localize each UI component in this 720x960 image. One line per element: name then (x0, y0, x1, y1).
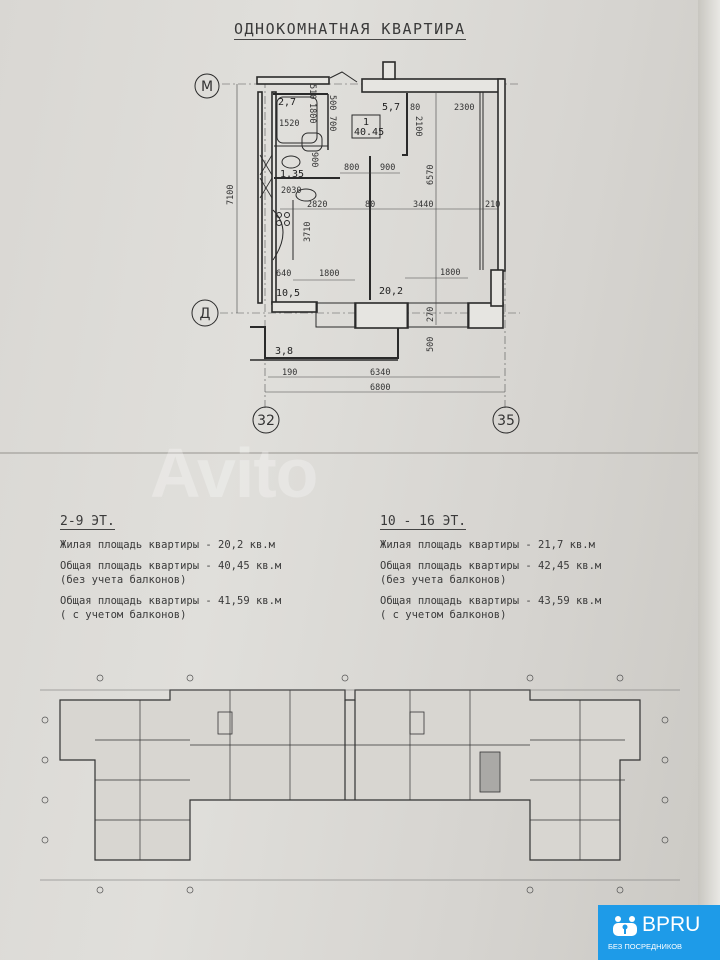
dim-label: 270 (426, 307, 436, 322)
floors-heading: 10 - 16 ЭТ. (380, 514, 467, 530)
dim-label: 800 (344, 163, 359, 173)
total-area-no-balcony-note: (без учета балконов) (380, 574, 507, 586)
room-area-kitchen: 10,5 (276, 288, 300, 299)
dim-label: 2300 (454, 103, 474, 113)
dim-label: 900 (309, 152, 319, 167)
dim-label: 2030 (281, 186, 301, 196)
dim-label: 190 (282, 368, 297, 378)
dim-label: 900 (380, 163, 395, 173)
total-area-no-balcony: Общая площадь квартиры - 42,45 кв.м (380, 560, 602, 572)
dim-label: 2100 (413, 116, 423, 136)
dim-label: 640 (276, 269, 291, 279)
dim-label: 6340 (370, 368, 390, 378)
dim-label: 3440 (413, 200, 433, 210)
dim-label: 80 (410, 103, 420, 113)
dim-label: 1800 (307, 103, 317, 123)
dim-label: 1520 (279, 119, 299, 129)
room-area-toilet: 1,35 (280, 169, 304, 180)
axis-label-left: 32 (257, 413, 275, 429)
floors-2-9-info: 2-9 ЭТ. Жилая площадь квартиры - 20,2 кв… (60, 515, 281, 629)
dim-label: 700 (327, 116, 337, 131)
room-area-hall: 5,7 (382, 102, 400, 113)
room-area-living: 20,2 (379, 286, 403, 297)
bpru-badge: BPRU БЕЗ ПОСРЕДНИКОВ (598, 905, 720, 960)
paper-fold (0, 452, 720, 454)
dim-label: 1800 (319, 269, 339, 279)
people-key-icon (613, 916, 637, 936)
floors-10-16-info: 10 - 16 ЭТ. Жилая площадь квартиры - 21,… (380, 515, 601, 629)
dim-label: 7100 (226, 185, 236, 205)
room-area-bathroom: 2,7 (278, 97, 296, 108)
page-title: ОДНОКОМНАТНАЯ КВАРТИРА (234, 20, 466, 40)
dim-label: 2820 (307, 200, 327, 210)
living-area: Жилая площадь квартиры - 21,7 кв.м (380, 539, 595, 551)
total-area-no-balcony-note: (без учета балконов) (60, 574, 187, 586)
badge-subtitle: БЕЗ ПОСРЕДНИКОВ (608, 942, 683, 951)
total-area-no-balcony: Общая площадь квартиры - 40,45 кв.м (60, 560, 282, 572)
axis-label-right: 35 (497, 413, 515, 429)
dim-label: 500 (327, 95, 337, 110)
floors-heading: 2-9 ЭТ. (60, 514, 115, 530)
total-area-with-balcony: Общая площадь квартиры - 41,59 кв.м (60, 595, 282, 607)
apartment-area: 40.45 (354, 127, 384, 138)
dim-label: 500 (426, 337, 436, 352)
dim-label: 6570 (426, 165, 436, 185)
room-area-balcony: 3,8 (275, 346, 293, 357)
paper-edge (698, 0, 720, 960)
dim-label: 510 (307, 84, 317, 99)
watermark: Avito (150, 434, 318, 512)
total-area-with-balcony-note: ( с учетом балконов) (60, 609, 187, 621)
total-area-with-balcony: Общая площадь квартиры - 43,59 кв.м (380, 595, 602, 607)
apartment-number: 1 (363, 117, 369, 128)
axis-label-bottom: Д (200, 306, 211, 322)
total-area-with-balcony-note: ( с учетом балконов) (380, 609, 507, 621)
axis-label-top: М (201, 79, 213, 95)
apartment-floor-plan: М Д 32 35 1 40.45 2,7 1,35 5,7 10,5 20,2… (191, 61, 520, 434)
living-area: Жилая площадь квартиры - 20,2 кв.м (60, 539, 275, 551)
dim-label: 6800 (370, 383, 390, 393)
dim-label: 1800 (440, 268, 460, 278)
dim-label: 210 (485, 200, 500, 210)
dim-label: 3710 (303, 222, 313, 242)
badge-name: BPRU (642, 913, 701, 936)
dim-label: 80 (365, 200, 375, 210)
